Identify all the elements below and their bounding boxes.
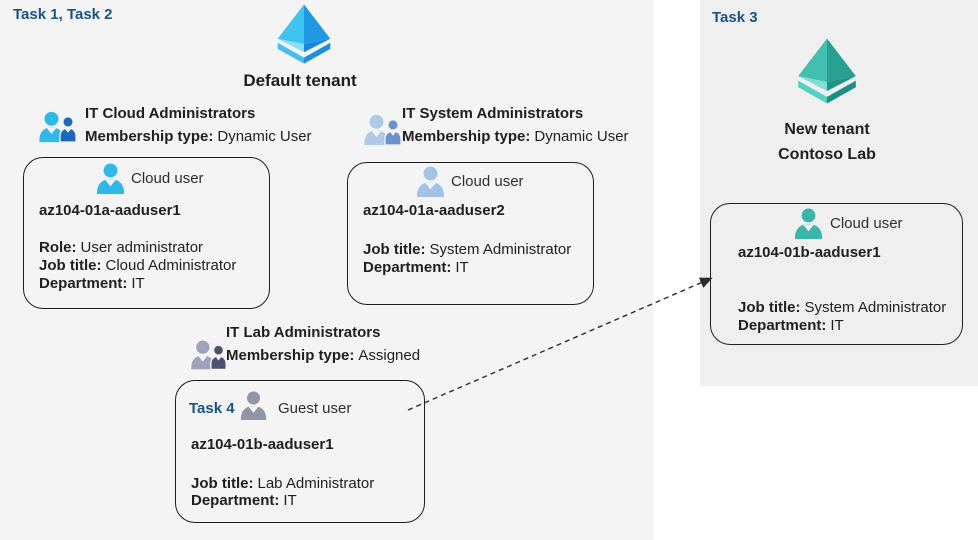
group-membership-cloud-admins: Membership type:Dynamic User (85, 128, 312, 145)
user-field-job-title: Job title:Lab Administrator (191, 475, 375, 492)
group-icon-system-admins (363, 113, 403, 151)
group-title-lab-admins: IT Lab Administrators (226, 324, 381, 341)
user-field-job-title: Job title:System Administrator (738, 299, 947, 316)
user-field-department: Department:IT (191, 492, 297, 509)
user-type-label: Cloud user (131, 170, 204, 187)
user-card-new-tenant-aaduser1: Cloud user az104-01b-aaduser1 Job title:… (710, 203, 963, 345)
membership-type-label: Membership type: (402, 128, 531, 145)
user-field-job-title: Job title:Cloud Administrator (39, 257, 237, 274)
user-card-guest-aaduser1: Task 4 Guest user az104-01b-aaduser1 Job… (175, 380, 425, 523)
group-title-system-admins: IT System Administrators (402, 105, 584, 122)
new-tenant-title: New tenant (784, 121, 870, 138)
group-icon-cloud-admins (38, 110, 78, 148)
group-membership-lab-admins: Membership type:Assigned (226, 347, 420, 364)
membership-type-value: Dynamic User (534, 128, 629, 145)
cloud-user-icon (792, 208, 825, 243)
new-tenant-name: Contoso Lab (778, 146, 876, 163)
user-field-department: Department:IT (363, 259, 469, 276)
membership-type-label: Membership type: (226, 347, 355, 364)
user-field-role: Role:User administrator (39, 239, 204, 256)
user-field-department: Department:IT (39, 275, 145, 292)
azure-ad-new-tenant-icon (788, 37, 866, 105)
membership-type-value: Assigned (358, 347, 421, 364)
task-4-label: Task 4 (189, 400, 235, 417)
user-name: az104-01a-aaduser2 (363, 202, 505, 219)
membership-type-value: Dynamic User (217, 128, 312, 145)
task-1-2-label: Task 1, Task 2 (13, 6, 113, 23)
user-name: az104-01b-aaduser1 (191, 436, 334, 453)
user-card-aaduser2: Cloud user az104-01a-aaduser2 Job title:… (347, 162, 594, 305)
user-type-label: Cloud user (830, 215, 903, 232)
group-membership-system-admins: Membership type:Dynamic User (402, 128, 629, 145)
group-icon-lab-admins (190, 339, 230, 375)
cloud-user-icon (94, 163, 127, 198)
azure-ad-tenant-icon (260, 3, 348, 65)
guest-user-icon (238, 391, 269, 424)
default-tenant-region (0, 0, 654, 540)
membership-type-label: Membership type: (85, 128, 214, 145)
group-title-cloud-admins: IT Cloud Administrators (85, 105, 256, 122)
user-type-label: Cloud user (451, 173, 524, 190)
user-card-aaduser1: Cloud user az104-01a-aaduser1 Role:User … (23, 157, 270, 309)
user-name: az104-01a-aaduser1 (39, 202, 181, 219)
cloud-user-icon (414, 166, 447, 201)
user-field-job-title: Job title:System Administrator (363, 241, 572, 258)
task-3-label: Task 3 (712, 9, 758, 26)
user-type-label: Guest user (278, 400, 352, 417)
user-field-department: Department:IT (738, 317, 844, 334)
default-tenant-title: Default tenant (243, 71, 357, 90)
user-name: az104-01b-aaduser1 (738, 244, 881, 261)
